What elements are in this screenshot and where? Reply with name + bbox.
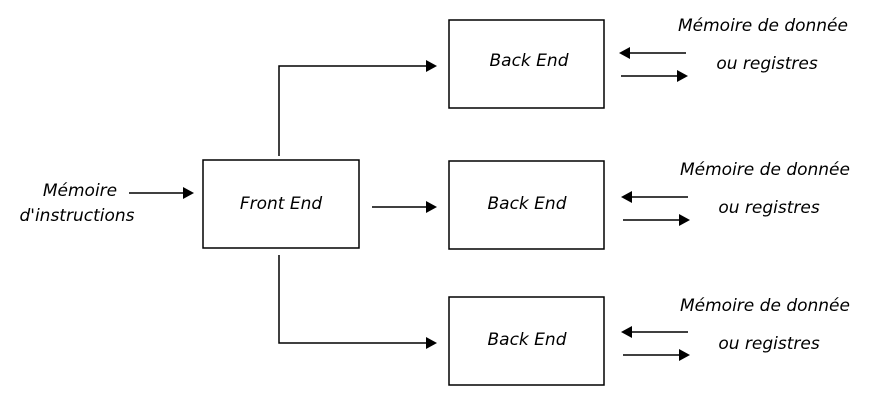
back-end-block-2: Back End [448, 160, 605, 250]
data-memory-label-line2: ou registres [718, 198, 820, 218]
front-end-block: Front End [202, 159, 360, 249]
data-memory-label-3: Mémoire de donnée ou registres [680, 296, 850, 354]
instruction-memory-label-line2: d'instructions [19, 206, 134, 226]
instruction-memory-label-line1: Mémoire [43, 181, 117, 201]
back-end-box [448, 296, 605, 386]
data-memory-label-line2: ou registres [718, 334, 820, 354]
back-end-box [448, 160, 605, 250]
data-memory-label-1: Mémoire de donnée ou registres [678, 16, 848, 74]
back-end-block-1: Back End [448, 19, 605, 109]
arrow-front-end-to-back-end-1 [278, 60, 437, 156]
data-memory-label-line2: ou registres [716, 54, 818, 74]
back-end-label: Back End [490, 51, 569, 71]
data-memory-link-3 [621, 326, 690, 361]
data-memory-label-line1: Mémoire de donnée [678, 16, 848, 36]
data-memory-label-line1: Mémoire de donnée [680, 296, 850, 316]
arrow-front-end-to-back-end-3 [278, 255, 437, 349]
front-end-label: Front End [240, 194, 323, 214]
arrow-front-end-to-back-end-2 [372, 201, 437, 213]
back-end-box [448, 19, 605, 109]
arrow-memory-to-front-end [129, 187, 194, 199]
data-memory-link-1 [619, 47, 688, 82]
back-end-block-3: Back End [448, 296, 605, 386]
back-end-label: Back End [488, 330, 567, 350]
instruction-memory-label: Mémoire d'instructions [19, 181, 134, 226]
data-memory-link-2 [621, 191, 690, 226]
data-memory-label-2: Mémoire de donnée ou registres [680, 160, 850, 218]
back-end-label: Back End [488, 194, 567, 214]
front-end-box [202, 159, 360, 249]
data-memory-label-line1: Mémoire de donnée [680, 160, 850, 180]
